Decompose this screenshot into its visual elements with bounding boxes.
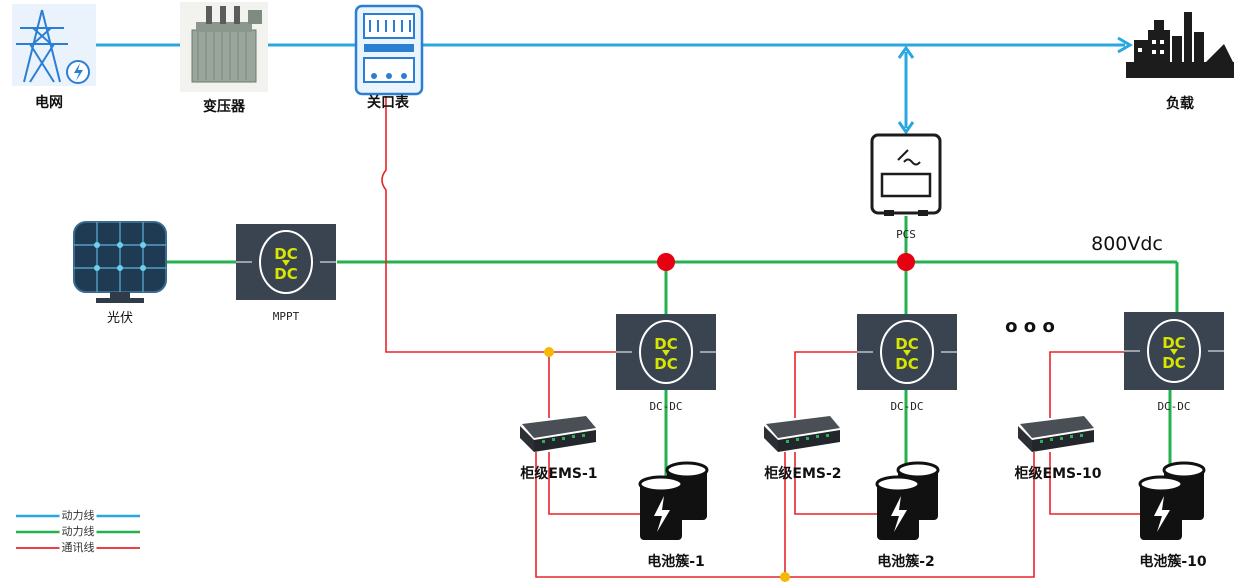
branch-2: DC DC DC-DC 柜级EMS-2 电池簇-2 — [764, 314, 957, 570]
legend-label-bg — [59, 540, 97, 554]
legend-label-bg — [59, 508, 97, 522]
pv-label: 光伏 — [107, 311, 133, 326]
transformer-label: 变压器 — [203, 98, 246, 115]
battery-cluster-icon-2 — [875, 461, 940, 540]
dcdc-label-10: DC-DC — [1157, 400, 1190, 413]
dc-bus-voltage-label: 800Vdc — [1091, 233, 1163, 255]
dcdc-converter-2: DC DC — [857, 314, 957, 390]
grid-tower-icon — [12, 4, 96, 86]
dc-logo-bottom: DC — [895, 355, 918, 373]
dcdc-label-2: DC-DC — [890, 400, 923, 413]
dcdc-converter-10: DC DC — [1124, 312, 1224, 390]
ems-controller-icon-10 — [1018, 416, 1094, 452]
grid-label: 电网 — [35, 94, 63, 111]
battery-label-2: 电池簇-2 — [877, 553, 935, 570]
comm-junction-1 — [544, 347, 554, 357]
ems-label-10: 柜级EMS-10 — [1015, 465, 1102, 482]
load-label: 负载 — [1166, 95, 1194, 112]
legend-label-bg — [59, 524, 97, 538]
mppt-dcdc-icon: DC DC — [236, 224, 336, 300]
battery-cluster-icon-1 — [638, 461, 709, 540]
mppt-label: MPPT — [273, 310, 300, 323]
ems-label-1: 柜级EMS-1 — [520, 465, 597, 482]
meter-icon — [354, 4, 424, 96]
dc-logo-bottom: DC — [654, 355, 677, 373]
ems-label-2: 柜级EMS-2 — [764, 465, 841, 482]
pcs-label: PCS — [896, 228, 916, 241]
battery-label-1: 电池簇-1 — [647, 553, 705, 570]
battery-label-10: 电池簇-10 — [1139, 553, 1207, 570]
legend: 动力线 动力线 通讯线 — [16, 508, 140, 554]
dc-bus-junction-1 — [657, 253, 675, 271]
dc-logo-top: DC — [895, 335, 918, 353]
ems-controller-icon-2 — [764, 416, 840, 452]
pv-panel-icon — [73, 221, 167, 303]
factory-load-icon — [1126, 12, 1234, 78]
dc-logo-bottom: DC — [274, 265, 297, 283]
ems-controller-icon-1 — [520, 416, 596, 452]
dc-logo-top: DC — [274, 245, 297, 263]
dc-logo-top: DC — [1162, 334, 1185, 352]
battery-cluster-icon-10 — [1138, 461, 1206, 540]
dc-bus-junction-2 — [897, 253, 915, 271]
branch-ellipsis: o o o — [1005, 316, 1055, 337]
dc-logo-top: DC — [654, 335, 677, 353]
transformer-icon — [180, 2, 268, 92]
legend-label-ac: 动力线 — [62, 508, 95, 522]
comm-junction-2 — [780, 572, 790, 582]
legend-label-comm: 通讯线 — [62, 540, 95, 554]
meter-label: 关口表 — [367, 94, 410, 111]
pcs-icon — [870, 133, 942, 216]
branch-1: DC DC DC-DC 柜级EMS-1 电池簇-1 — [520, 314, 716, 570]
branch-10: DC DC DC-DC 柜级EMS-10 电池簇-10 — [1015, 312, 1224, 570]
dcdc-label-1: DC-DC — [649, 400, 682, 413]
dcdc-converter-1: DC DC — [616, 314, 716, 390]
ac-power-lines — [95, 36, 1133, 135]
legend-label-dc: 动力线 — [62, 524, 95, 538]
dc-logo-bottom: DC — [1162, 354, 1185, 372]
